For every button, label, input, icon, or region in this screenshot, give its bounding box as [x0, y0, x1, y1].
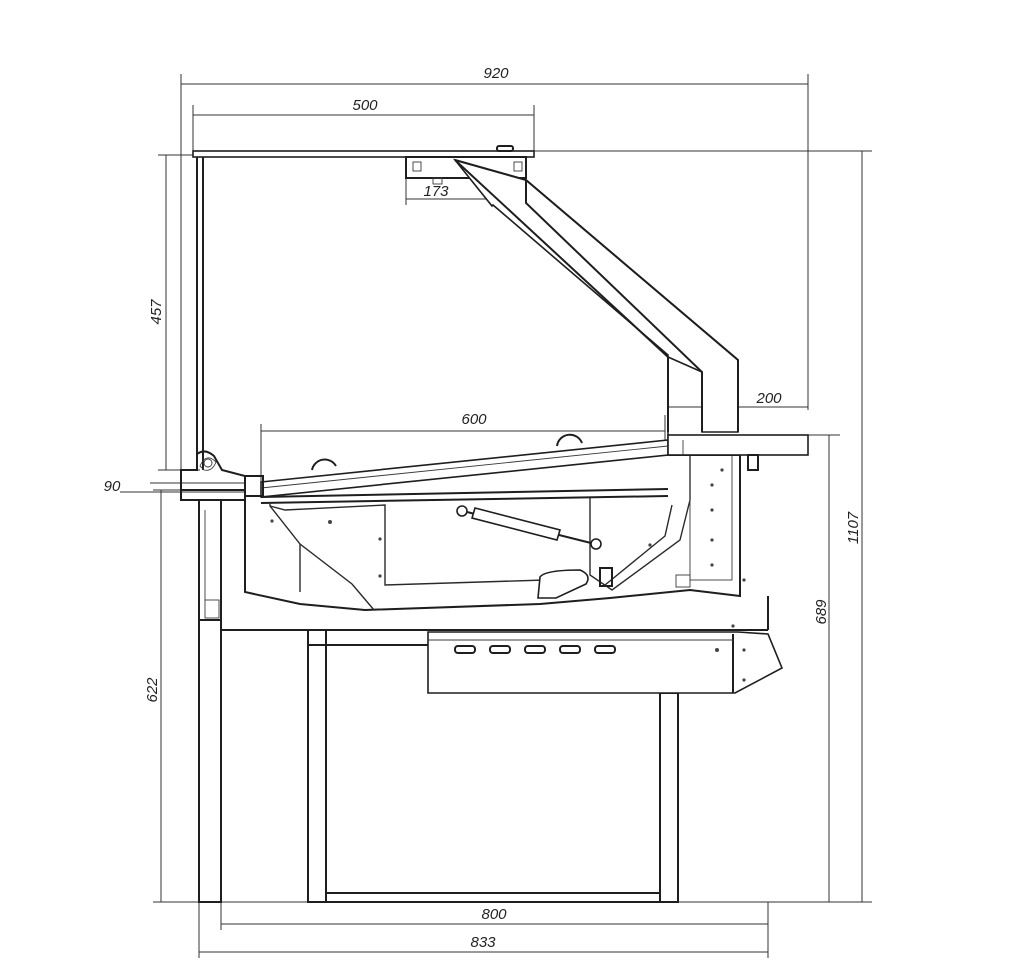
- display-deck-and-tank: [244, 433, 746, 612]
- dimension-labels: 920 500 173 457 90 600 200 1107 689 622 …: [104, 65, 862, 951]
- front-profile: [180, 450, 246, 903]
- dim-stand-depth: 800: [481, 906, 507, 923]
- gas-spring: [456, 505, 602, 550]
- dim-top-canopy-width: 500: [352, 97, 378, 114]
- dim-total-height: 1107: [845, 511, 862, 544]
- dim-glass-height: 457: [148, 299, 165, 325]
- rear-shelf: [667, 434, 809, 471]
- dim-overall-width: 920: [483, 65, 509, 82]
- dim-body-depth: 833: [470, 934, 496, 951]
- dim-base-step: 90: [104, 478, 121, 495]
- canopy-and-glass: [192, 145, 739, 470]
- dim-base-height: 622: [144, 677, 161, 703]
- dim-rear-shelf-depth: 200: [755, 390, 782, 407]
- dim-light-offset: 173: [423, 183, 449, 200]
- dim-display-depth: 600: [461, 411, 487, 428]
- condensing-unit: [427, 624, 784, 694]
- body-and-machine-compartment: [221, 499, 784, 903]
- dim-counter-height: 689: [813, 599, 830, 625]
